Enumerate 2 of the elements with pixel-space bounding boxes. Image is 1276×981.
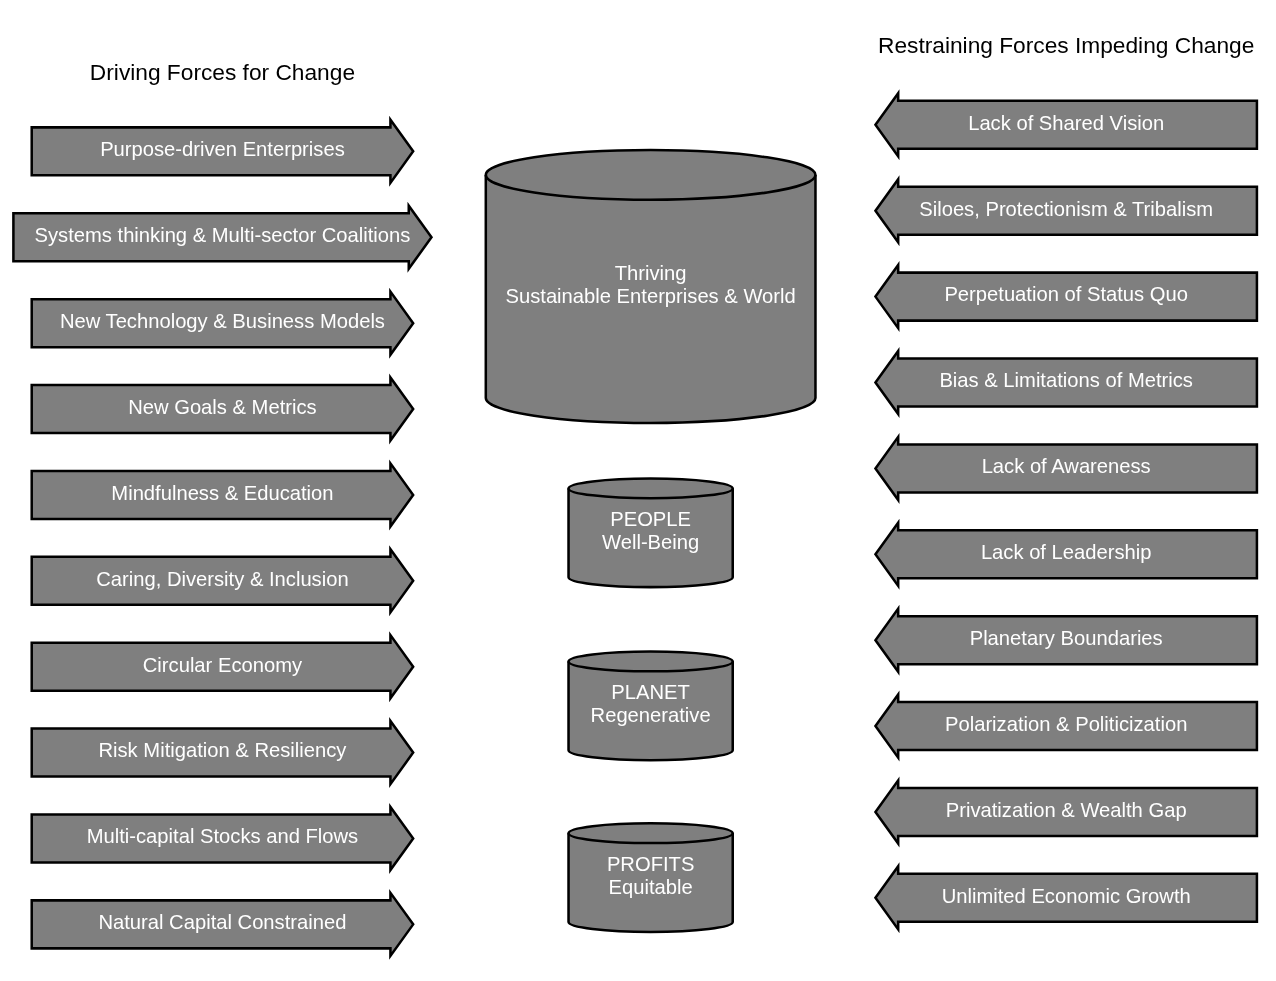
label: Restraining Forces Impeding Change xyxy=(878,32,1255,59)
label: Driving Forces for Change xyxy=(89,58,356,85)
